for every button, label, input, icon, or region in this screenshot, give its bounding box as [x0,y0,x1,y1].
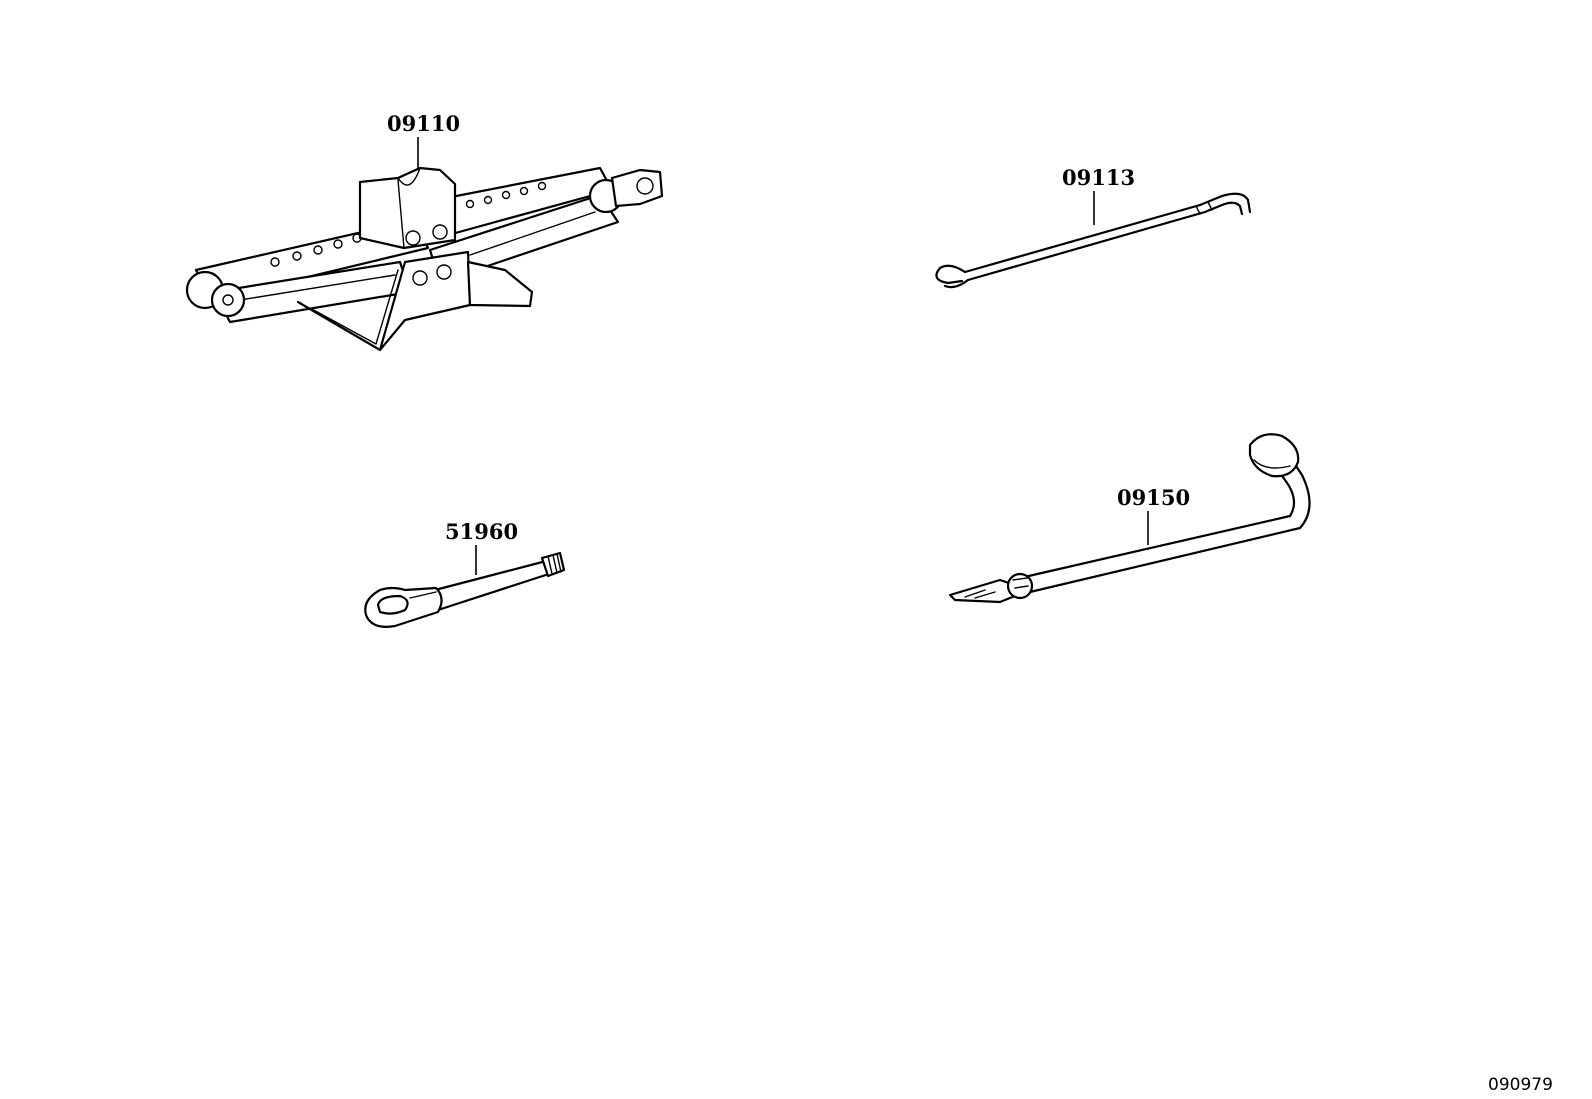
towing-eye-icon[interactable] [364,551,566,628]
part-label-jack: 09110 [387,111,460,136]
scissor-jack-icon[interactable] [185,166,664,352]
figure-reference-number: 090979 [1488,1075,1553,1095]
lug-wrench-icon[interactable] [948,433,1311,604]
jack-handle-hook-icon[interactable] [935,192,1252,289]
part-label-lug-wrench: 09150 [1117,485,1190,510]
part-label-jack-handle: 09113 [1062,165,1135,190]
part-label-towing-eye: 51960 [445,519,518,544]
